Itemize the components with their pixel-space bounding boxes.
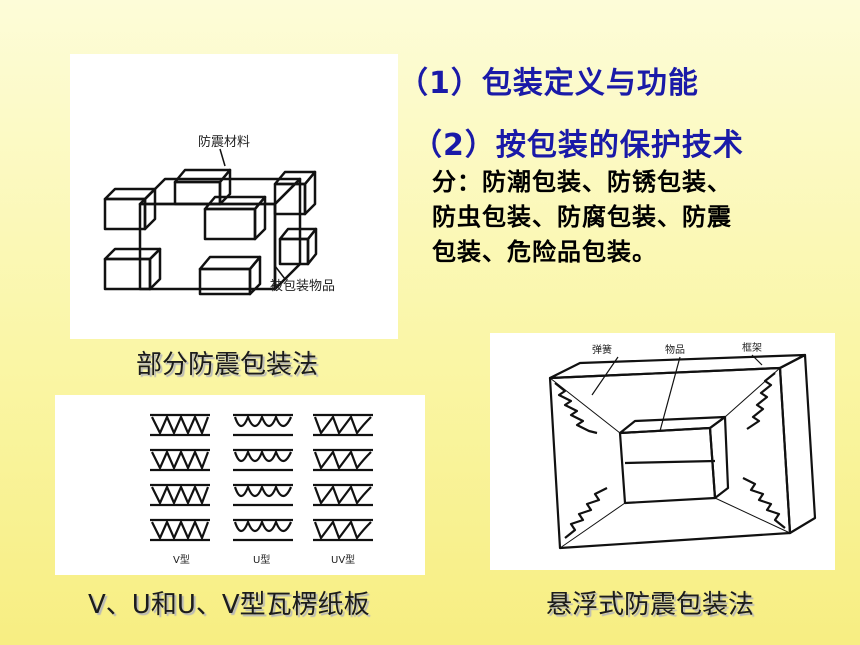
corrugated-board-figure: V型 U型 UV型 xyxy=(55,395,425,575)
list-line: 防虫包装、防腐包装、防震 xyxy=(432,203,732,231)
label-uv-type: UV型 xyxy=(331,553,355,566)
heading-item-2: （2）按包装的保护技术 xyxy=(412,128,744,163)
shockproof-packaging-figure: 防震材料 被包装物品 xyxy=(70,54,398,339)
suspension-packaging-figure: 弹簧 物品 框架 xyxy=(490,333,835,570)
label-spring: 弹簧 xyxy=(592,343,612,356)
caption-shockproof: 部分防震包装法 xyxy=(136,350,319,380)
caption-corrugated: V、U和U、V型瓦楞纸板 xyxy=(88,590,370,620)
corrugated-board-drawing: V型 U型 UV型 xyxy=(150,413,373,566)
suspension-packaging-drawing: 弹簧 物品 框架 xyxy=(548,341,817,550)
label-u-type: U型 xyxy=(253,553,270,566)
label-shockproof-material: 防震材料 xyxy=(198,134,250,150)
list-line: 包装、危险品包装。 xyxy=(432,238,657,266)
list-line: 分：防潮包装、防锈包装、 xyxy=(432,168,732,196)
protection-technique-list: 分：防潮包装、防锈包装、 防虫包装、防腐包装、防震 包装、危险品包装。 xyxy=(432,165,732,270)
label-packaged-item: 被包装物品 xyxy=(270,279,335,294)
heading-item-1: （1）包装定义与功能 xyxy=(398,66,699,101)
label-v-type: V型 xyxy=(173,553,190,566)
caption-suspension: 悬浮式防震包装法 xyxy=(546,590,755,620)
label-suspended-item: 物品 xyxy=(665,343,685,356)
label-frame: 框架 xyxy=(742,341,762,354)
shockproof-packaging-drawing: 防震材料 被包装物品 xyxy=(103,134,335,296)
